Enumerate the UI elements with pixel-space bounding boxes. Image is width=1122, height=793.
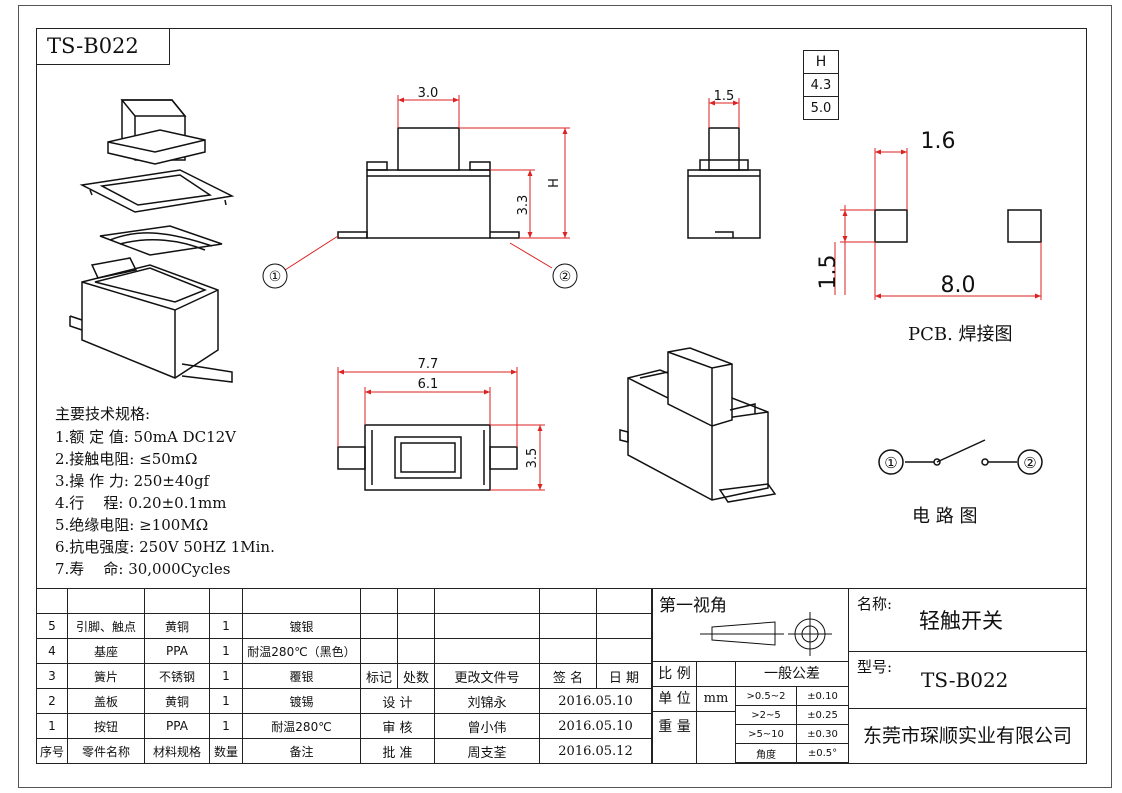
side-view xyxy=(687,127,761,239)
pin1-marker xyxy=(262,263,288,289)
projection-cell: 第一视角 xyxy=(652,588,849,662)
bom-header: 序号零件名称材料规格数量备注 xyxy=(36,738,361,764)
unit-label: 单 位 xyxy=(652,686,697,712)
dim-bottom-inner: 6.1 xyxy=(418,377,439,392)
projection-symbol xyxy=(700,612,832,656)
weight-value xyxy=(696,711,736,764)
scale-ratio-value xyxy=(696,661,736,687)
dim-top-width: 3.0 xyxy=(418,86,439,101)
model-cell: 型号: TS-B022 xyxy=(848,651,1087,709)
dim-height-h: H xyxy=(547,178,562,188)
table-row: >5~10±0.30 xyxy=(735,724,849,744)
circuit-label: 电 路 图 xyxy=(912,506,978,527)
tolerance-table: >0.5~2±0.10 >2~5±0.25 >5~10±0.30 角度±0.5° xyxy=(735,686,849,763)
scale-ratio-label: 比 例 xyxy=(652,661,697,687)
dim-side-width: 1.5 xyxy=(714,89,735,104)
unit-value: mm xyxy=(696,686,736,712)
projection-label: 第一视角 xyxy=(659,596,727,616)
h-value-table: H 4.3 5.0 xyxy=(803,50,839,120)
company-name: 东莞市琛顺实业有限公司 xyxy=(848,708,1087,764)
outer-border xyxy=(18,5,1112,788)
spec-item: 4.行 程: 0.20±0.1mm xyxy=(55,494,227,512)
dim-pcb-span: 8.0 xyxy=(941,273,976,298)
exploded-view xyxy=(69,99,235,383)
circuit-pin1: ① xyxy=(884,454,897,472)
h-value: 4.3 xyxy=(803,73,839,97)
pin1-label: ① xyxy=(269,269,282,285)
pcb-label: PCB. 焊接图 xyxy=(908,324,1013,345)
dim-pcb-pad: 1.6 xyxy=(921,129,956,154)
circuit-switch xyxy=(878,439,1043,475)
pin2-marker xyxy=(552,263,578,289)
drawing-id: TS-B022 xyxy=(36,28,170,65)
spec-item: 3.操 作 力: 250±40gf xyxy=(55,472,210,490)
pcb-pad-left xyxy=(874,209,908,243)
pin2-label: ② xyxy=(559,269,572,285)
bottom-view xyxy=(337,424,518,491)
model-number: TS-B022 xyxy=(921,668,1009,692)
weight-label: 重 量 xyxy=(652,711,697,764)
dim-height-33: 3.3 xyxy=(516,195,531,216)
circuit-pin2: ② xyxy=(1023,454,1036,472)
assembled-view xyxy=(619,347,777,503)
revision-header: 标记处数更改文件号签 名日 期 xyxy=(360,663,652,689)
h-value: H xyxy=(803,50,839,74)
part-name: 轻触开关 xyxy=(919,609,1003,633)
table-row: 角度±0.5° xyxy=(735,743,849,763)
dim-pcb-pad-h: 1.5 xyxy=(816,255,841,290)
spec-item: 1.额 定 值: 50mA DC12V xyxy=(55,428,237,446)
pcb-pad-right xyxy=(1007,209,1042,243)
spec-item: 5.绝缘电阻: ≥100MΩ xyxy=(55,516,209,534)
model-label: 型号: xyxy=(857,658,893,676)
tolerance-title: 一般公差 xyxy=(735,661,849,687)
table-row: >0.5~2±0.10 xyxy=(735,686,849,706)
spec-item: 7.寿 命: 30,000Cycles xyxy=(55,560,231,578)
front-view xyxy=(337,127,520,239)
dim-bottom-height: 3.5 xyxy=(525,448,540,469)
dim-bottom-outer: 7.7 xyxy=(418,357,439,372)
h-value: 5.0 xyxy=(803,96,839,120)
drawing-frame xyxy=(36,28,1087,764)
spec-item: 6.抗电强度: 250V 50HZ 1Min. xyxy=(55,538,275,556)
table-row: >2~5±0.25 xyxy=(735,705,849,725)
name-label: 名称: xyxy=(857,595,893,613)
spec-item: 2.接触电阻: ≤50mΩ xyxy=(55,450,198,468)
spec-heading: 主要技术规格: xyxy=(55,405,151,423)
name-cell: 名称: 轻触开关 xyxy=(848,588,1087,652)
